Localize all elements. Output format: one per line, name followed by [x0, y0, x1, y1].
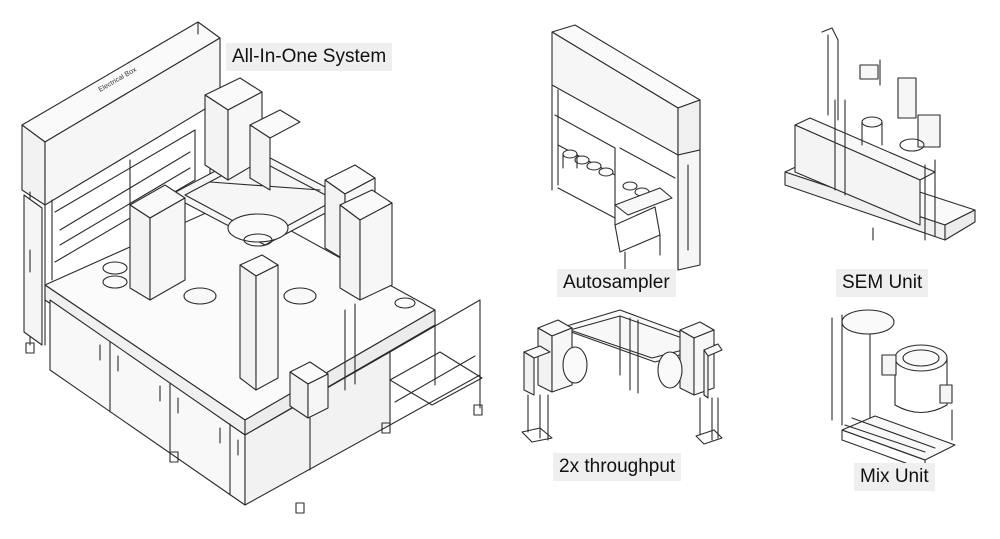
all-in-one-system-label: All-In-One System — [226, 43, 393, 71]
throughput-drawing — [521, 309, 723, 445]
mix-unit-drawing — [831, 309, 956, 471]
autosampler-label: Autosampler — [557, 269, 676, 297]
throughput-label: 2x throughput — [553, 453, 682, 481]
autosampler-drawing — [551, 24, 701, 273]
sem-unit-label: SEM Unit — [836, 269, 929, 297]
mix-unit-label: Mix Unit — [854, 463, 935, 491]
sem-unit-drawing — [784, 27, 976, 241]
all-in-one-system-drawing — [21, 21, 483, 514]
